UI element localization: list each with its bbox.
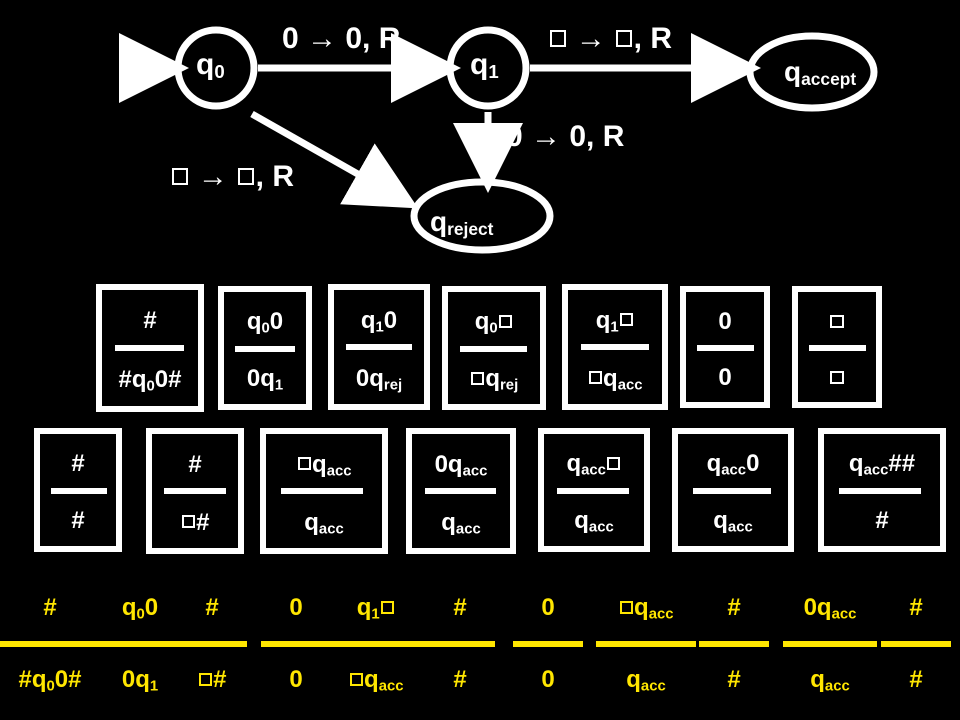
domino-row2: qacc qacc xyxy=(260,428,388,554)
domino-top: # xyxy=(188,450,202,478)
domino-row1: # #q00# xyxy=(96,284,204,412)
domino-bottom: 0qrej xyxy=(355,364,403,393)
domino-top: q00 xyxy=(246,308,284,337)
match-divider xyxy=(881,641,951,647)
domino-bottom xyxy=(798,364,876,392)
match-bottom: 0 xyxy=(289,666,303,693)
transition-label: → , R xyxy=(548,22,672,56)
domino-row1: q10 0qrej xyxy=(328,284,430,410)
match-top: qacc xyxy=(566,594,726,622)
domino-divider xyxy=(235,345,296,352)
match-top: # xyxy=(43,594,57,621)
domino-divider xyxy=(163,488,227,495)
match-top: # xyxy=(909,594,923,621)
match-divider xyxy=(783,641,877,647)
state-label: q0 xyxy=(196,48,225,83)
domino-row2: ## xyxy=(34,428,122,552)
match-bottom: #q00# xyxy=(18,666,82,695)
domino-divider xyxy=(692,487,771,494)
match-top: q1 xyxy=(296,594,456,622)
match-bottom: qacc xyxy=(626,666,666,695)
state-label: q1 xyxy=(470,48,499,83)
domino-divider xyxy=(281,488,364,495)
domino-row2: qacc0 qacc xyxy=(672,428,794,552)
domino-divider xyxy=(425,488,496,495)
domino-divider xyxy=(50,487,107,494)
domino-bottom: # xyxy=(152,509,238,537)
match-divider xyxy=(596,641,696,647)
match-divider xyxy=(94,641,186,647)
domino-top: 0 xyxy=(718,307,732,335)
state-label: qaccept xyxy=(784,56,857,89)
domino-row1: q00 0q1 xyxy=(218,286,312,410)
match-top: # xyxy=(727,594,741,621)
domino-bottom: # xyxy=(71,507,85,535)
domino-divider xyxy=(808,344,867,351)
domino-row1 xyxy=(792,286,882,408)
match-divider xyxy=(513,641,583,647)
domino-divider xyxy=(460,345,528,352)
domino-top: qacc xyxy=(544,450,644,478)
domino-bottom: qacc xyxy=(441,508,481,537)
domino-top: qacc0 xyxy=(706,450,760,479)
match-bottom: # xyxy=(152,666,272,694)
match-bottom: # xyxy=(727,666,741,693)
domino-top: # xyxy=(143,307,157,335)
match-top: 0 xyxy=(541,594,555,621)
domino-bottom: qacc xyxy=(574,507,614,536)
domino-row1: q1 qacc xyxy=(562,284,668,410)
match-bottom: # xyxy=(453,666,467,693)
domino-top: q0 xyxy=(448,308,540,336)
match-bottom: # xyxy=(909,666,923,693)
match-top: 0 xyxy=(289,594,303,621)
domino-bottom: 0 xyxy=(718,364,732,392)
transition-label: → , R xyxy=(170,160,294,194)
domino-row2: qacc## # xyxy=(818,428,946,552)
state-label: qreject xyxy=(430,206,494,239)
arrow-q0-qreject xyxy=(250,110,419,209)
transition-label: 0 → 0, R xyxy=(282,22,401,55)
domino-row2: ## xyxy=(146,428,244,554)
match-bottom: 0 xyxy=(541,666,555,693)
domino-row1: q0 qrej xyxy=(442,286,546,410)
match-bottom: qacc xyxy=(296,666,456,694)
match-divider xyxy=(425,641,495,647)
match-bottom: 0q1 xyxy=(121,666,159,695)
domino-top: qacc## xyxy=(848,450,916,479)
domino-bottom: qacc xyxy=(713,507,753,536)
match-bottom: qacc xyxy=(810,666,850,695)
domino-divider xyxy=(580,344,649,351)
domino-row2: qacc qacc xyxy=(538,428,650,552)
domino-bottom: 0q1 xyxy=(246,365,284,394)
match-top: # xyxy=(453,594,467,621)
domino-divider xyxy=(696,344,755,351)
domino-top: q10 xyxy=(360,306,398,335)
match-top: 0qacc xyxy=(803,594,857,623)
match-divider xyxy=(261,641,331,647)
domino-bottom: qacc xyxy=(304,508,344,537)
domino-bottom: qacc xyxy=(568,365,662,393)
domino-top: 0qacc xyxy=(434,450,488,479)
transition-label: 0 → 0, R xyxy=(506,120,625,153)
match-divider xyxy=(0,641,100,647)
domino-bottom: #q00# xyxy=(118,365,182,395)
domino-divider xyxy=(557,487,630,494)
domino-row2: 0qacc qacc xyxy=(406,428,516,554)
domino-divider xyxy=(839,487,922,494)
domino-bottom: qrej xyxy=(448,365,540,393)
match-top: q00 xyxy=(121,594,159,623)
domino-top xyxy=(798,308,876,336)
domino-divider xyxy=(114,345,185,352)
domino-top: qacc xyxy=(266,451,382,479)
domino-bottom: # xyxy=(875,507,889,535)
match-divider xyxy=(326,641,426,647)
match-divider xyxy=(699,641,769,647)
domino-top: q1 xyxy=(568,307,662,335)
domino-divider xyxy=(346,344,412,351)
domino-top: # xyxy=(71,450,85,478)
match-divider xyxy=(177,641,247,647)
match-top: # xyxy=(205,594,219,621)
